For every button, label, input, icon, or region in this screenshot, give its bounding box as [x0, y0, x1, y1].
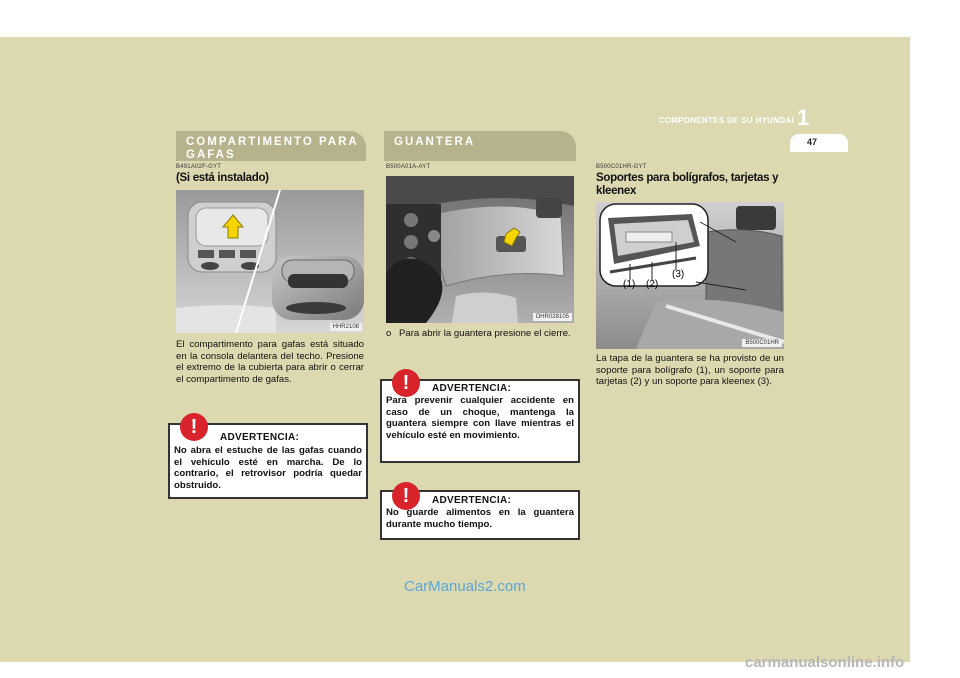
- page-number-tab: [790, 134, 848, 152]
- photo-glovebox: OHR028105: [386, 176, 574, 323]
- bullet-text-guantera: Para abrir la guantera presione el cierr…: [399, 328, 571, 339]
- label-tissue-holder: (3): [672, 269, 685, 280]
- hand-pointer-icon: [503, 227, 521, 247]
- section-title-guantera: GUANTERA: [394, 136, 476, 148]
- section-title-gafas: COMPARTIMENTO PARA GAFAS: [186, 136, 359, 162]
- page-number: 47: [806, 137, 817, 147]
- warning-body-gafas: No abra el estuche de las gafas cuando e…: [174, 445, 362, 491]
- section-title-line1: COMPARTIMENTO PARA: [186, 136, 359, 148]
- photo-glovebox-holders: (1) (2) (3) B500C01HR: [596, 202, 784, 349]
- code-guantera: B500A01A-AYT: [386, 164, 431, 170]
- photo-glasses-compartment: HHR2108: [176, 190, 364, 333]
- warning-exclamation-icon: !: [180, 413, 208, 441]
- warning-title-guantera-1: ADVERTENCIA:: [432, 383, 512, 394]
- section-tab-guantera: [384, 131, 576, 161]
- warning-box-guantera-1: ! ADVERTENCIA: Para prevenir cualquier a…: [380, 369, 580, 463]
- warning-box-gafas: ! ADVERTENCIA: No abra el estuche de las…: [168, 413, 368, 499]
- warning-box-guantera-2: ! ADVERTENCIA: No guarde alimentos en la…: [380, 482, 580, 540]
- code-gafas: B491A02F-GYT: [176, 164, 222, 170]
- watermark-carmanuals2[interactable]: CarManuals2.com: [404, 578, 526, 595]
- paragraph-soportes: La tapa de la guantera se ha provisto de…: [596, 353, 784, 388]
- warning-body-guantera-1: Para prevenir cualquier accidente en cas…: [386, 395, 574, 441]
- label-pen-holder: (1): [623, 279, 636, 290]
- chapter-title: COMPONENTES DE SU HYUNDAI: [658, 116, 794, 125]
- paragraph-gafas: El compartimento para gafas está situado…: [176, 339, 364, 385]
- warning-title-guantera-2: ADVERTENCIA:: [432, 495, 512, 506]
- warning-body-guantera-2: No guarde alimentos en la guantera duran…: [386, 507, 574, 530]
- arrow-up-icon: [221, 214, 245, 239]
- photo-code-gafas: HHR2108: [329, 323, 362, 331]
- watermark-carmanualsonline[interactable]: carmanualsonline.info: [745, 654, 905, 671]
- section-tab-gafas: [176, 131, 366, 161]
- subhead-soportes: Soportes para bolígrafos, tarjetas y kle…: [596, 172, 779, 197]
- code-soportes: B500C01HR-GYT: [596, 164, 647, 170]
- warning-exclamation-icon: !: [392, 482, 420, 510]
- warning-exclamation-icon: !: [392, 369, 420, 397]
- subhead-gafas: (Si está instalado): [176, 172, 269, 184]
- warning-title-gafas: ADVERTENCIA:: [220, 432, 300, 443]
- section-title-line2: GAFAS: [186, 149, 236, 161]
- photo-code-soportes: B500C01HR: [742, 339, 782, 347]
- photo-code-guantera: OHR028105: [532, 313, 572, 321]
- label-card-holder: (2): [646, 279, 659, 290]
- chapter-number: 1: [797, 105, 810, 130]
- bullet-marker: o: [386, 328, 392, 339]
